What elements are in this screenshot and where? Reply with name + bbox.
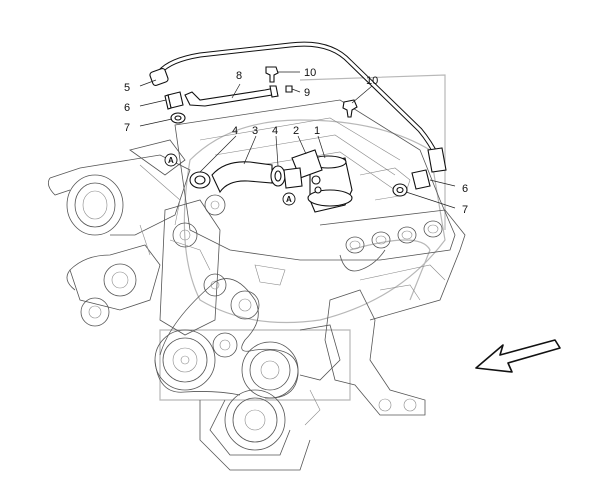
reference-markers: A A	[164, 153, 296, 206]
callout-8: 8	[236, 70, 242, 82]
callout-9: 9	[304, 87, 310, 99]
leader-lines	[139, 71, 456, 209]
callout-6a: 6	[124, 102, 130, 114]
screw-right	[342, 99, 358, 118]
callout-5: 5	[124, 82, 130, 94]
reference-a-left: A	[168, 156, 174, 165]
callout-10a: 10	[304, 67, 316, 79]
engine-block-drawing	[47, 99, 466, 471]
callout-labels: 1 2 3 4 4 5 6 6 7 7 8 9 10 10	[124, 67, 468, 216]
bracket	[184, 87, 276, 107]
screw-top	[265, 66, 279, 83]
breather-system-parts	[149, 41, 447, 213]
callout-3: 3	[252, 125, 258, 137]
callout-4b: 4	[272, 125, 278, 137]
callout-2: 2	[293, 125, 299, 137]
callout-1: 1	[314, 125, 320, 137]
callout-6b: 6	[462, 183, 468, 195]
breather-hose-inner	[158, 42, 440, 159]
screw-nine	[285, 85, 293, 93]
callout-4a: 4	[232, 125, 238, 137]
callout-7a: 7	[124, 122, 130, 134]
reference-a-right: A	[286, 195, 292, 204]
hose-connector-left	[149, 67, 169, 87]
fitting-right	[411, 169, 431, 190]
callout-7b: 7	[462, 204, 468, 216]
connector-sleeve	[283, 167, 303, 189]
hose-connector-right	[427, 147, 447, 173]
callout-10b: 10	[366, 75, 378, 87]
short-hose	[211, 161, 273, 194]
front-direction-arrow-icon	[475, 339, 561, 373]
watermark-logo	[159, 74, 446, 401]
